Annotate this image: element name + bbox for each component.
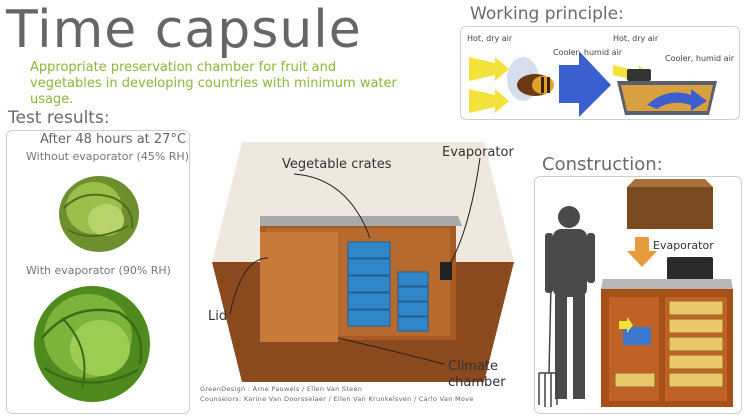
without-evaporator-label: Without evaporator (45% RH) (26, 150, 189, 163)
wp-right-cool-label: Cooler, humid air (665, 54, 735, 63)
evaporator-device-icon (440, 262, 452, 280)
evaporator-tray-icon (667, 257, 713, 281)
evaporator-box-illustration (613, 65, 717, 115)
orange-down-arrow-icon (627, 237, 657, 267)
bee-illustration (469, 51, 611, 117)
working-principle-panel: Hot, dry air Cooler, humid air Hot, dry … (460, 26, 740, 120)
construction-heading: Construction: (542, 154, 663, 175)
farmer-silhouette-icon (545, 206, 595, 399)
small-evaporator-icon (623, 327, 651, 345)
chamber-roof-icon (601, 279, 733, 289)
yellow-arrow-bottom (469, 89, 509, 113)
wp-right-hot-label: Hot, dry air (613, 34, 659, 43)
produce-crates-icon (614, 300, 724, 388)
evaporator-unit-icon (627, 69, 651, 81)
lettuce-fresh-image (34, 286, 150, 402)
credits: GreenDesign : Arne Pauwels / Ellen Van S… (200, 384, 474, 404)
climate-chamber-label-1: Climate (448, 359, 498, 374)
working-principle-illustration: Hot, dry air Cooler, humid air Hot, dry … (467, 34, 735, 117)
credits-line-1: GreenDesign : Arne Pauwels / Ellen Van S… (200, 385, 363, 393)
test-condition-label: After 48 hours at 27°C (40, 132, 187, 147)
lettuce-dry-image (59, 176, 139, 252)
lid-panel (260, 232, 338, 342)
climate-chamber-label-2: chamber (448, 375, 506, 388)
vegetable-crates-label: Vegetable crates (282, 157, 392, 172)
yellow-arrow-top (469, 57, 509, 81)
roof-panel (260, 216, 462, 226)
subtitle: Appropriate preservation chamber for fru… (30, 60, 397, 107)
pitchfork-icon (538, 284, 558, 407)
crate-stack-right (397, 271, 429, 332)
blue-arrow-icon (559, 51, 611, 117)
wp-left-hot-label: Hot, dry air (467, 34, 513, 43)
lid-label: Lid (208, 309, 227, 324)
page-title: Time capsule (6, 0, 362, 60)
crate-stack-left (347, 241, 391, 327)
evaporator-label: Evaporator (442, 145, 514, 160)
construction-panel: Evaporator (534, 176, 742, 414)
wooden-box-icon (627, 187, 713, 229)
working-principle-heading: Working principle: (470, 4, 624, 24)
wp-left-cool-label: Cooler, humid air (553, 48, 623, 57)
curved-blue-arrow-icon (647, 89, 707, 111)
with-evaporator-label: With evaporator (90% RH) (26, 264, 171, 277)
construction-illustration: Evaporator (538, 179, 733, 407)
climate-chamber-diagram: Vegetable crates Evaporator Lid Climate … (208, 142, 514, 388)
construction-evaporator-label: Evaporator (653, 239, 714, 252)
test-results-heading: Test results: (8, 108, 110, 128)
credits-line-2: Counselors: Karine Van Doorsselaer / Ell… (200, 395, 474, 403)
